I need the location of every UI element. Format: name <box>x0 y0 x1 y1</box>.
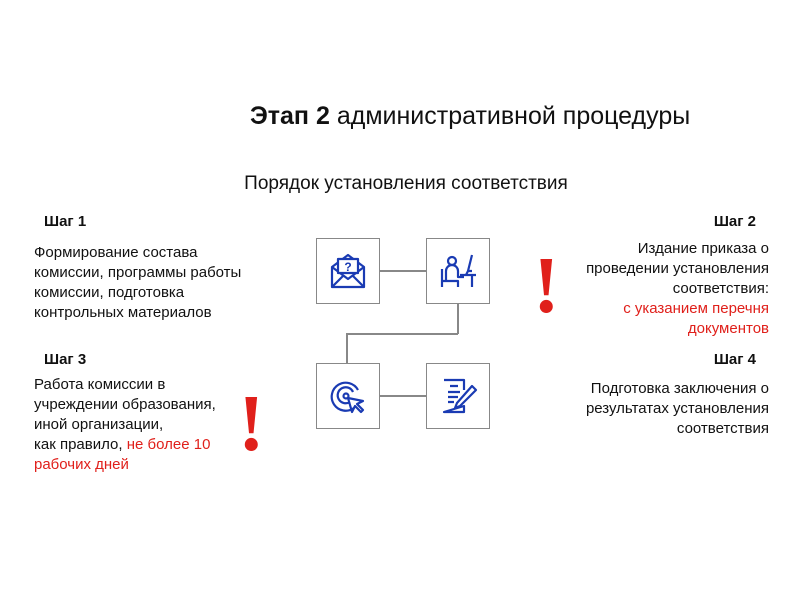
step1-box: ? <box>316 238 380 304</box>
connector <box>457 304 459 334</box>
text-line: учреждении образования, <box>34 396 216 413</box>
text-line: соответствия <box>676 420 769 437</box>
title-bold: Этап 2 <box>250 102 330 130</box>
exclamation-mark: ! <box>238 380 265 468</box>
text-red: не более 10 <box>126 436 211 453</box>
connector <box>380 395 426 397</box>
text-line: соответствия: <box>672 280 769 297</box>
step4-text: Подготовка заключения о результатах уста… <box>586 379 769 439</box>
person-at-desk-icon <box>440 254 476 287</box>
text-line: Работа комиссии в <box>34 376 166 393</box>
text-line: иной организации, <box>34 416 164 433</box>
text-line: как правило, не более 10 <box>34 435 216 455</box>
text-line-red: с указанием перечня <box>623 300 769 317</box>
text-line: Издание приказа о <box>637 240 769 257</box>
text-line-red: документов <box>687 320 769 337</box>
subtitle: Порядок установления соответствия <box>244 173 568 194</box>
document-pen-icon <box>442 378 478 414</box>
text-line: комиссии, подготовка <box>34 284 185 301</box>
step1-label: Шаг 1 <box>44 213 87 230</box>
connector <box>346 333 458 335</box>
step2-box <box>426 238 490 304</box>
target-cursor-icon <box>330 381 365 414</box>
text-line: Формирование состава <box>34 244 198 261</box>
step3-text: Работа комиссии в учреждении образования… <box>34 375 216 475</box>
step2-label: Шаг 2 <box>713 213 756 230</box>
step3-label: Шаг 3 <box>44 351 87 368</box>
text-plain: как правило, <box>34 436 127 453</box>
step1-text: Формирование состава комиссии, программы… <box>34 243 241 323</box>
step3-box <box>316 363 380 429</box>
text-line: проведении установления <box>586 260 769 277</box>
text-line: комиссии, программы работы <box>34 264 242 281</box>
step4-label: Шаг 4 <box>713 351 756 368</box>
text-line-red: рабочих дней <box>34 456 129 473</box>
connector <box>380 270 426 272</box>
text-line: контрольных материалов <box>34 304 212 321</box>
connector <box>346 333 348 363</box>
envelope-question-icon: ? <box>330 253 366 289</box>
exclamation-mark: ! <box>533 242 560 330</box>
step2-text: Издание приказа о проведении установлени… <box>586 239 769 339</box>
title-rest: административной процедуры <box>329 102 691 130</box>
page-title: Этап 2 административной процедуры <box>250 102 690 131</box>
svg-text:?: ? <box>344 260 351 274</box>
step4-box <box>426 363 490 429</box>
text-line: результатах установления <box>585 400 769 417</box>
text-line: Подготовка заключения о <box>590 380 769 397</box>
